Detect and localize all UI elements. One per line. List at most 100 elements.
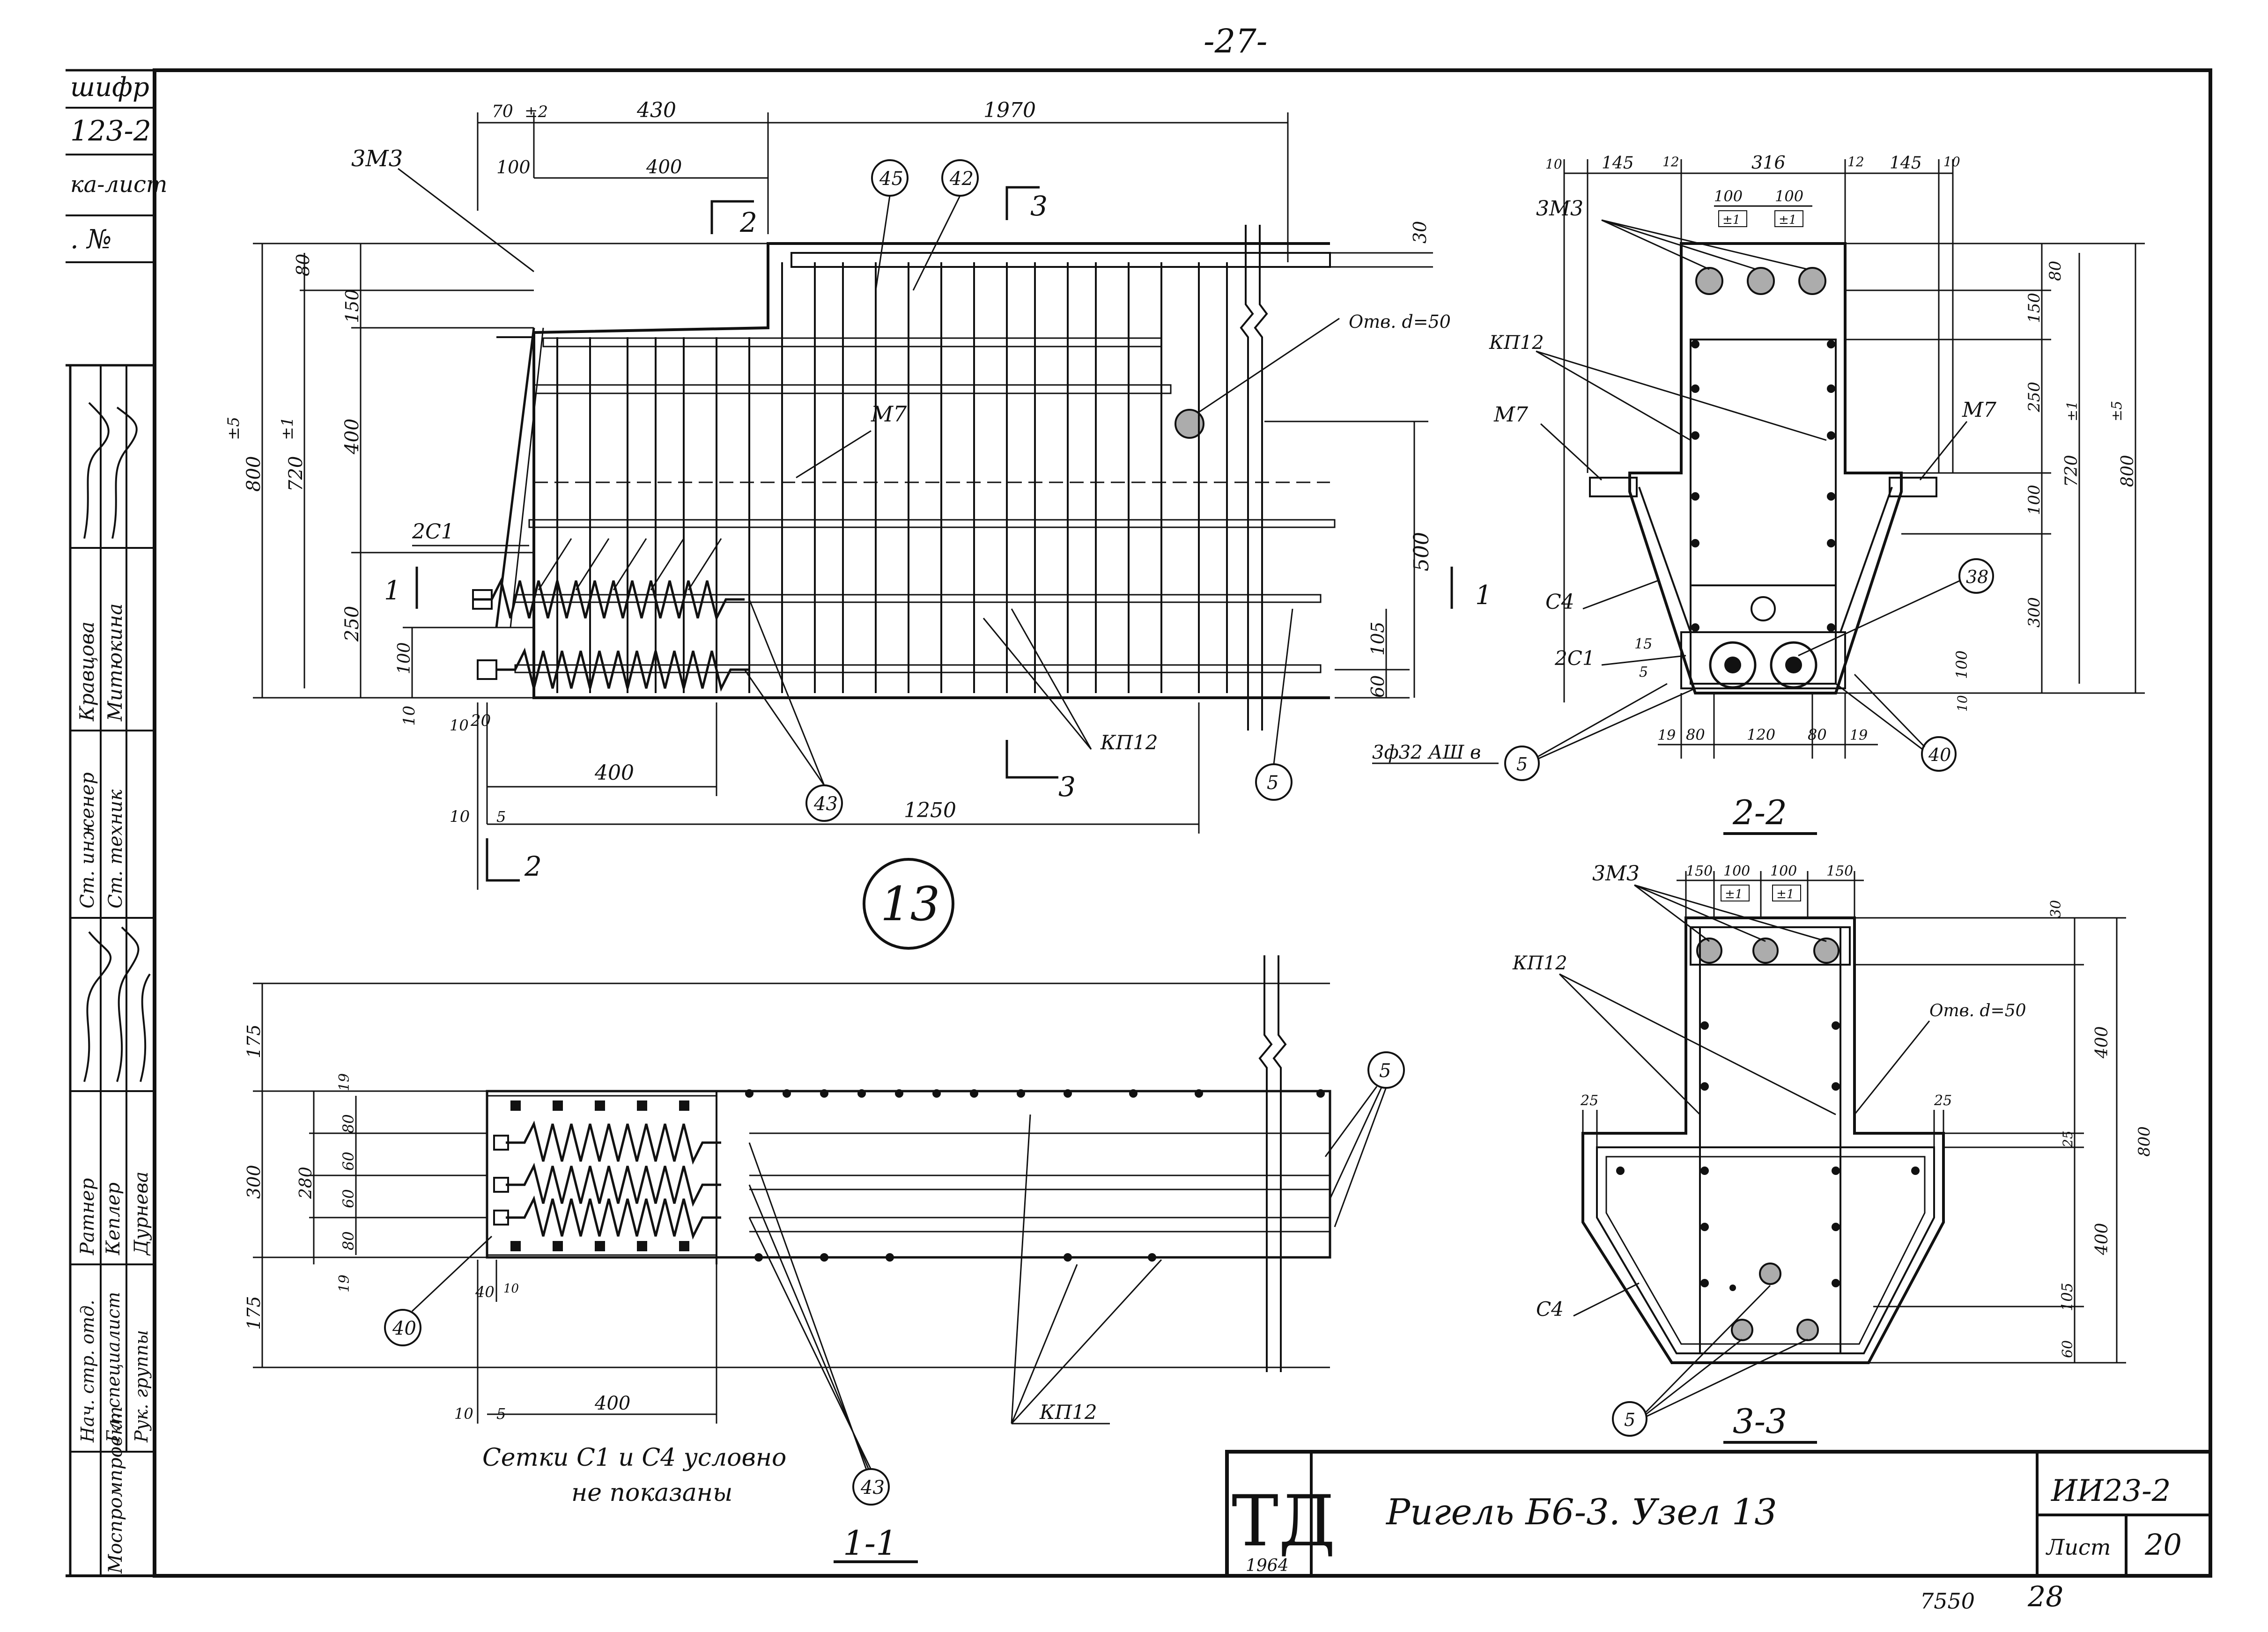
role-chief-spec: Гл. специалист (103, 1292, 124, 1443)
callout-5: 5 (1267, 772, 1278, 794)
s22-dim-12-b: 12 (1847, 154, 1864, 170)
s11-dim-10-b: 10 (454, 1405, 473, 1423)
s11-dim-80-a: 80 (340, 1114, 357, 1133)
s33-dim-pm1-a: ±1 (1725, 887, 1743, 901)
s22-dim-5: 5 (1639, 664, 1648, 680)
callout-42: 42 (949, 168, 974, 190)
elevation-view: 70 ±2 430 1970 100 400 (224, 98, 1492, 890)
dim-430: 430 (636, 98, 676, 122)
s22-callout-38: 38 (1966, 567, 1988, 587)
role-head-dept: Нач. стр. отд. (77, 1300, 98, 1443)
s22-dim-250: 250 (2025, 382, 2044, 413)
dim-70: 70 (492, 102, 513, 121)
dim-1250: 1250 (904, 798, 956, 822)
s11-callout-5: 5 (1379, 1060, 1391, 1082)
s22-dim-316: 316 (1751, 152, 1786, 173)
s11-note-line2: не показаны (571, 1479, 732, 1507)
dim-500: 500 (1410, 532, 1433, 571)
node-circle (863, 858, 954, 950)
dim-pm2: ±2 (525, 103, 548, 121)
dim-100: 100 (496, 157, 531, 177)
left-strip: шифр 123-2 ка-лист . № Кравцова Митюкина… (66, 69, 167, 1576)
s22-dim-300: 300 (2025, 597, 2044, 628)
strip-label-cipher: шифр (70, 72, 149, 103)
dim-400: 400 (646, 156, 682, 178)
s11-dim-19-bottom: 19 (336, 1275, 353, 1292)
s33-dim-25-left: 25 (1580, 1093, 1598, 1109)
section-mark-1-left: 1 (384, 576, 401, 606)
s22-dim-120: 120 (1747, 726, 1775, 744)
label-3m3: 3М3 (351, 146, 403, 172)
strip-label-code: 123-2 (70, 115, 151, 148)
label-m7: М7 (871, 401, 907, 427)
s11-dim-60-b: 60 (340, 1189, 357, 1208)
signature-4 (116, 926, 140, 1082)
role-ratner: Ратнер (77, 1178, 98, 1255)
dim-105: 105 (1367, 621, 1388, 656)
s22-callout-40: 40 (1928, 745, 1951, 765)
s33-label-kp12: КП12 (1512, 953, 1567, 974)
role-durneva: Дурнева (131, 1172, 152, 1256)
s11-label-kp12: КП12 (1039, 1401, 1097, 1424)
strip-label-no: . № (70, 224, 112, 255)
s22-dim-145-b: 145 (1890, 154, 1922, 173)
s11-dim-280: 280 (296, 1167, 316, 1199)
s22-dim-15: 15 (1634, 636, 1652, 652)
s22-dim-pm1-a: ±1 (1722, 213, 1740, 227)
role-group-lead: Рук. группы (131, 1330, 152, 1443)
title-code: ИИ23-2 (2051, 1474, 2171, 1508)
signature-2 (111, 406, 138, 539)
s22-dim-80-b: 80 (1808, 726, 1827, 744)
dim-5-bottom: 5 (496, 808, 506, 826)
node-label: 13 (880, 877, 940, 931)
s22-dim-10-b: 10 (1943, 154, 1960, 170)
dim-20: 20 (470, 711, 491, 730)
role-kravtsova: Кравцова (75, 621, 98, 722)
s11-dim-400: 400 (594, 1393, 630, 1414)
logo-td: ТД (1232, 1481, 1336, 1562)
dim-pm5: ±5 (224, 417, 243, 440)
s33-dim-pm1-b: ±1 (1776, 887, 1794, 901)
dim-150: 150 (342, 289, 362, 323)
s22-dim-19-b: 19 (1850, 727, 1868, 744)
signature-1 (83, 402, 110, 539)
role-senior-technician: Ст. техник (105, 790, 126, 908)
s22-dim-80-a: 80 (1686, 726, 1705, 744)
page-number: -27- (1204, 22, 1267, 60)
title-block: ТД 1964 Ригель Б6-3. Узел 13 ИИ23-2 Лист… (1225, 1450, 2212, 1578)
label-kp12: КП12 (1100, 731, 1158, 754)
role-mityukina: Митюкина (103, 603, 126, 722)
s11-title: 1-1 (843, 1523, 897, 1563)
s22-label-3f32: 3ф32 АШ в (1372, 742, 1481, 763)
dim-400-left: 400 (341, 419, 363, 455)
dim-10-bottom: 10 (450, 807, 470, 826)
s33-dim-105: 105 (2058, 1283, 2076, 1311)
title-text: Ригель Б6-3. Узел 13 (1385, 1491, 1777, 1533)
section-mark-3-top: 3 (1030, 190, 1048, 222)
s33-dim-800: 800 (2135, 1126, 2154, 1157)
s33-dim-400-b: 400 (2092, 1223, 2112, 1255)
section-3-3: 150 100 100 150 ±1 ±1 30 400 25 400 105 … (1512, 862, 2154, 1444)
signature-5 (140, 973, 151, 1082)
dim-80: 80 (293, 254, 313, 276)
s11-dim-300: 300 (244, 1165, 264, 1199)
org-mospromproekt: Моспромпроект (105, 1406, 126, 1574)
s22-dim-720: 720 (2062, 455, 2081, 487)
dim-800: 800 (243, 456, 265, 492)
s22-dim-pm1-r: ±1 (2064, 401, 2081, 421)
dim-1970: 1970 (983, 98, 1036, 122)
dim-250: 250 (341, 606, 363, 642)
s11-note-line1: Сетки С1 и С4 условно (482, 1444, 786, 1472)
strip-label-sheet: ка-лист (70, 171, 167, 198)
s22-label-m7-right: М7 (1962, 398, 1996, 422)
s33-label-3m3: 3М3 (1592, 862, 1640, 886)
dim-10-left: 10 (400, 706, 419, 726)
s22-dim-12-a: 12 (1662, 154, 1679, 170)
s33-callout-5: 5 (1624, 1410, 1635, 1430)
s11-callout-40: 40 (392, 1318, 416, 1339)
section-mark-2-bottom: 2 (524, 850, 542, 882)
section-1-1: 175 300 175 19 280 80 60 60 80 19 40 10 … (244, 955, 1405, 1563)
s22-callout-5: 5 (1516, 754, 1528, 775)
s11-callout-43: 43 (860, 1477, 885, 1499)
